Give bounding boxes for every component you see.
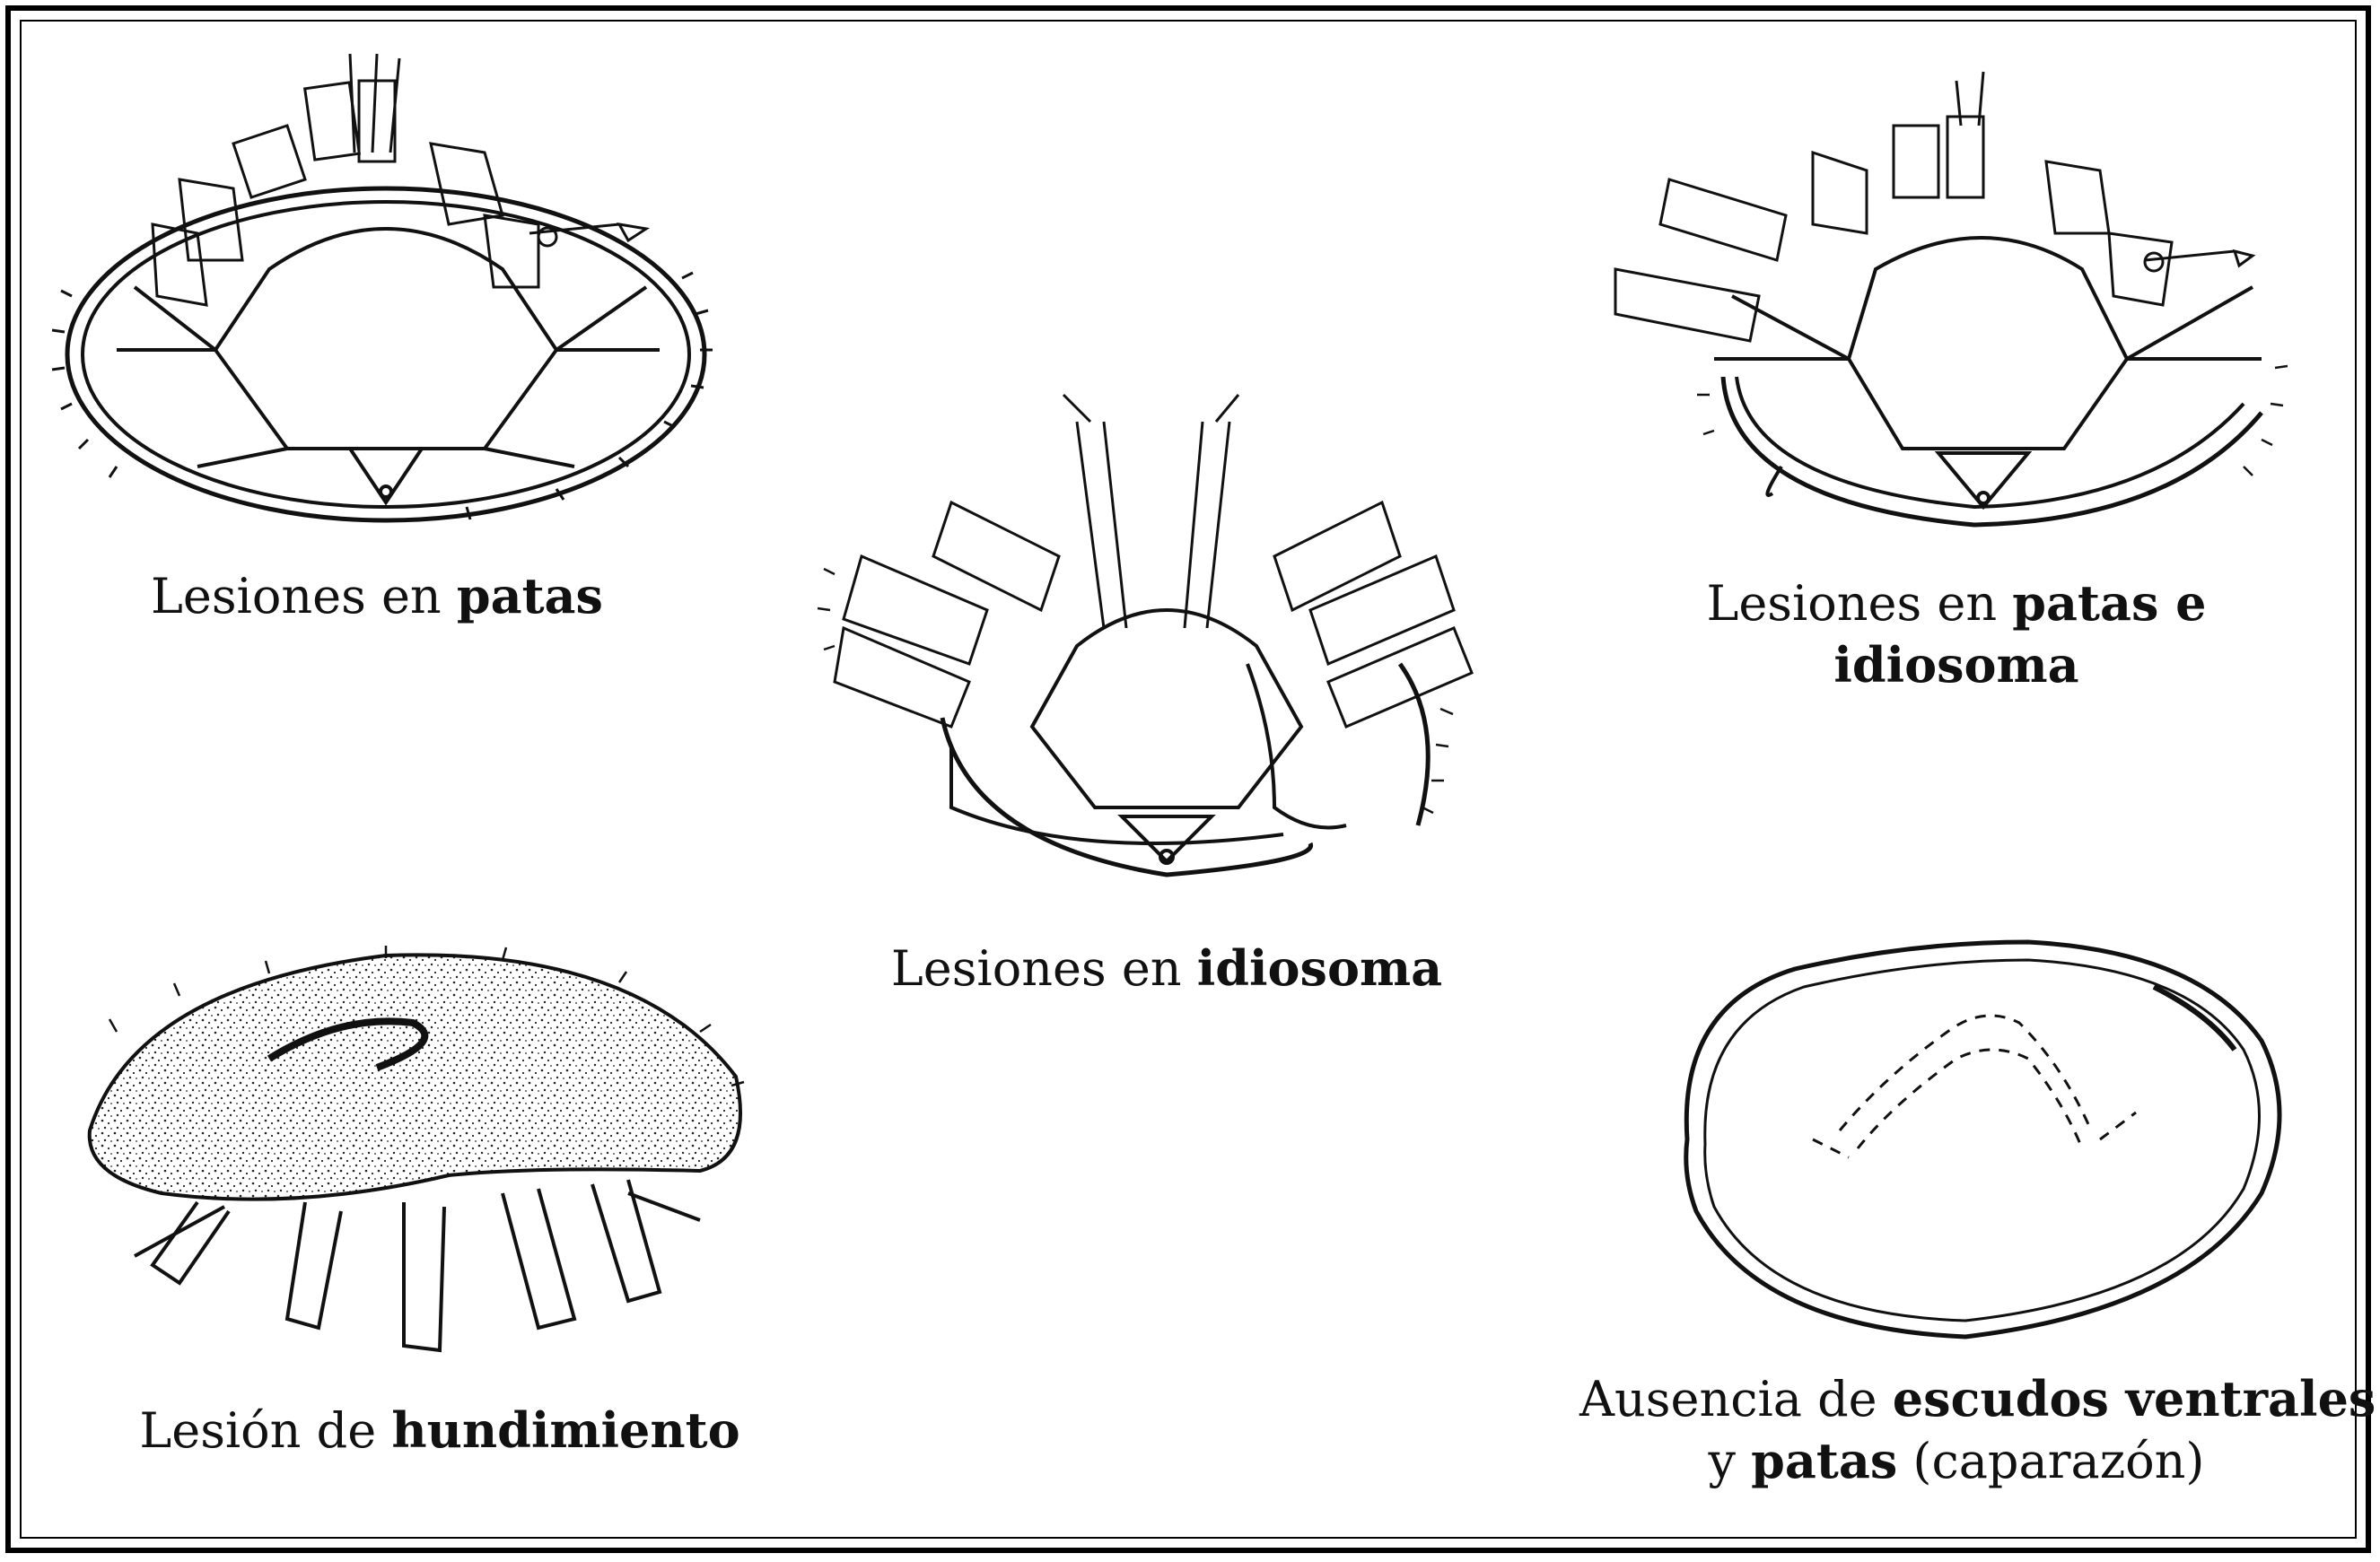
caption-sinking-lesion-text: Lesión de — [139, 1402, 391, 1459]
mite-empty-shell — [1686, 942, 2279, 1337]
caption-legs-idiosoma-line1-bold: patas e — [2012, 574, 2206, 632]
mite-lateral-sinking-lesion — [90, 946, 744, 1350]
caption-absence-line1: Ausencia de escudos ventrales — [1579, 1368, 2333, 1430]
caption-absence-line1-text: Ausencia de — [1579, 1371, 1893, 1427]
caption-idiosoma-lesion: Lesiones en idiosoma — [879, 938, 1454, 999]
caption-legs-lesion-bold: patas — [457, 567, 603, 624]
caption-sinking-lesion: Lesión de hundimiento — [135, 1400, 745, 1462]
caption-legs-idiosoma-line1: Lesiones en patas e — [1687, 572, 2226, 634]
caption-legs-idiosoma-line2: idiosoma — [1687, 634, 2226, 696]
caption-idiosoma-lesion-bold: idiosoma — [1197, 939, 1442, 997]
caption-sinking-lesion-bold: hundimiento — [391, 1401, 739, 1459]
caption-legs-lesion: Lesiones en patas — [108, 565, 646, 627]
mite-ventral-legs-idiosoma-lesion — [1615, 72, 2288, 525]
caption-legs-idiosoma-lesion: Lesiones en patas e idiosoma — [1687, 572, 2226, 696]
caption-legs-lesion-text: Lesiones en — [151, 568, 457, 624]
mite-ventral-legs-lesion — [52, 54, 713, 520]
caption-legs-idiosoma-line1-text: Lesiones en — [1706, 575, 2012, 632]
caption-absence-line2-bold: patas — [1751, 1432, 1897, 1489]
caption-idiosoma-lesion-text: Lesiones en — [891, 940, 1197, 997]
caption-absence-line2-text: y — [1708, 1433, 1751, 1489]
caption-absence-line1-bold: escudos ventrales — [1893, 1370, 2376, 1427]
caption-absence-line2: y patas (caparazón) — [1579, 1430, 2333, 1492]
mite-ventral-idiosoma-lesion — [818, 395, 1472, 875]
caption-legs-idiosoma-line2-bold: idiosoma — [1833, 636, 2078, 694]
caption-absence-line2-tail: (caparazón) — [1897, 1433, 2204, 1489]
caption-absence: Ausencia de escudos ventrales y patas (c… — [1579, 1368, 2333, 1492]
